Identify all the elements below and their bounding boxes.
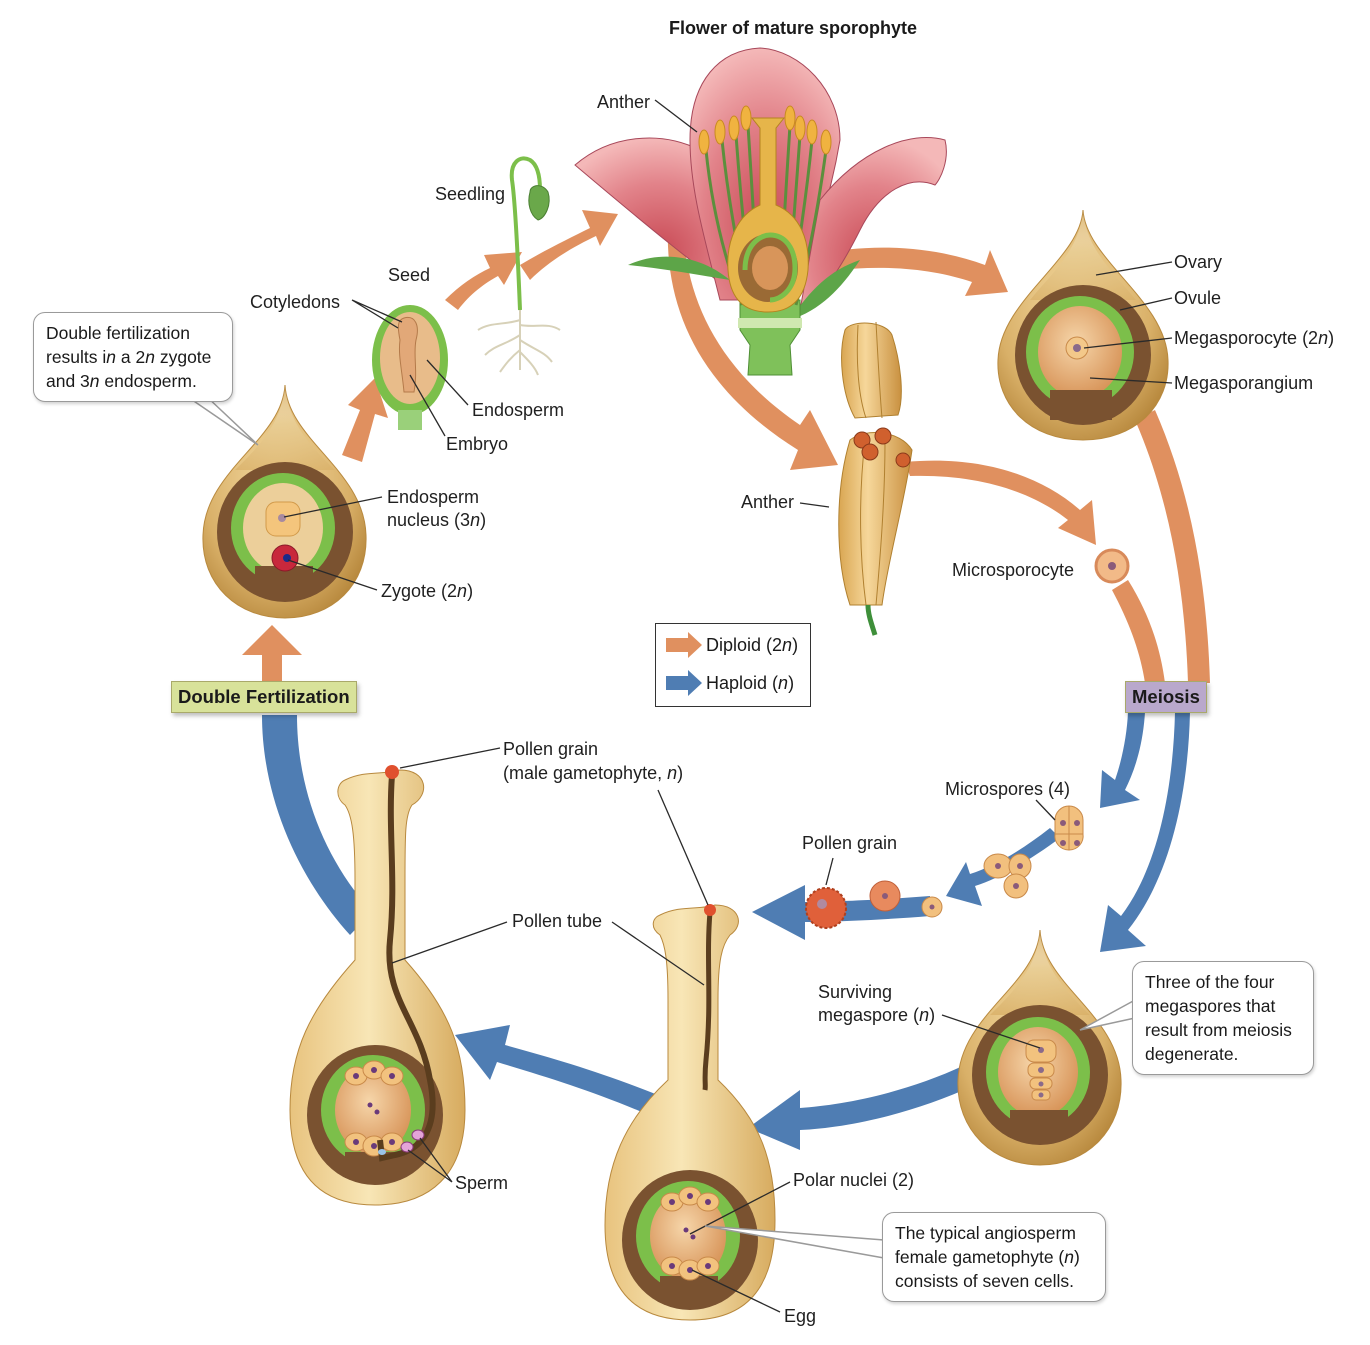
seedling-roots [477, 310, 561, 376]
callout-pointers [184, 394, 1136, 1259]
diploid-arrow-icon [666, 632, 702, 658]
label-ovule: Ovule [1174, 288, 1221, 308]
seed-illustration [372, 305, 448, 430]
sperm-cell-1 [411, 1129, 425, 1141]
seed-embryo [397, 316, 418, 393]
ovule-megasporocyte [997, 209, 1169, 441]
anther-detail [838, 321, 913, 636]
pollen-tube-short [702, 911, 713, 1091]
anther-filament [865, 604, 878, 636]
diploid-arrow-fertilization-up [242, 625, 302, 683]
label-anther-top: Anther [597, 92, 650, 112]
haploid-arrow-megaspore [748, 1065, 975, 1150]
haploid-arrow-right-inner [1100, 712, 1145, 808]
pollen-grain-mature [805, 887, 847, 929]
haploid-arrow-left-arc [262, 715, 372, 935]
seedling-stem [509, 156, 542, 311]
callout-line: Three of the four [1145, 972, 1275, 992]
pollen-grain-on-stigma-2 [704, 904, 716, 916]
legend-item-haploid: Haploid (n) [666, 668, 794, 698]
ovule-female-gametophyte [604, 904, 776, 1321]
diploid-arrow-to-seedling [445, 252, 522, 310]
anther-tips [698, 105, 832, 155]
haploid-arrow-gametophyte [455, 1025, 670, 1120]
label-sperm: Sperm [455, 1173, 508, 1193]
anther-body [838, 432, 913, 606]
label-pollen-tube: Pollen tube [512, 911, 602, 931]
legend-item-diploid: Diploid (2n) [666, 630, 798, 660]
anther-top-piece [841, 322, 902, 419]
label-anther-mid: Anther [741, 492, 794, 512]
diploid-arrow-to-flower [520, 210, 618, 280]
label-endosperm-nucleus-line2: nucleus (3n) [387, 510, 486, 530]
stage-meiosis: Meiosis [1125, 681, 1207, 713]
label-seed: Seed [388, 265, 430, 285]
pollen-grain-on-stigma-1 [385, 765, 399, 779]
pollen-development [805, 880, 943, 929]
diploid-arrow-microsporocyte-down [1112, 580, 1165, 683]
diploid-arrow-ovule-down [1135, 410, 1210, 683]
seed-stalk [398, 410, 422, 430]
label-seedling: Seedling [435, 184, 505, 204]
label-pollen-grain-male-line2: (male gametophyte, n) [503, 763, 683, 783]
seedling-cotyledon-head [528, 185, 550, 221]
sepal-right [790, 260, 860, 320]
label-microspores: Microspores (4) [945, 779, 1070, 799]
sepal-left [628, 256, 730, 280]
microspores-tetrad [1054, 805, 1084, 851]
callout-line: The typical angiosperm [895, 1223, 1076, 1243]
label-ovary: Ovary [1174, 252, 1222, 272]
legend-haploid-label: Haploid (n) [706, 672, 795, 693]
callout-line: degenerate. [1145, 1044, 1239, 1064]
callout-line: megaspores that [1145, 996, 1276, 1016]
receptacle-cut [738, 318, 802, 328]
label-megasporocyte: Megasporocyte (2n) [1174, 328, 1334, 348]
label-microsporocyte: Microsporocyte [952, 560, 1074, 580]
megaspores [1025, 1039, 1057, 1101]
diploid-arrow-to-seed [342, 378, 388, 462]
polar-nucleus [683, 1227, 689, 1233]
microsporocyte [1094, 548, 1130, 584]
label-endosperm-nucleus-line1: Endosperm [387, 487, 479, 507]
text-labels: Flower of mature sporophyte Anther Seedl… [250, 18, 1334, 1326]
flower-illustration [574, 47, 947, 376]
label-surviving-megaspore-line1: Surviving [818, 982, 892, 1002]
callout-line: consists of seven cells. [895, 1271, 1074, 1291]
stage-double-fertilization: Double Fertilization [171, 681, 357, 713]
leader-lines [283, 99, 1173, 1313]
label-zygote: Zygote (2n) [381, 581, 473, 601]
haploid-arrow-right-outer [1100, 712, 1190, 952]
callout-line: female gametophyte (n) [895, 1247, 1080, 1267]
legend: Diploid (2n) Haploid (n) [655, 623, 811, 707]
haploid-arrow-icon [666, 670, 702, 696]
diagram-title: Flower of mature sporophyte [669, 18, 917, 38]
seedling-illustration [477, 156, 561, 376]
callout-line: and 3n endosperm. [46, 371, 197, 391]
ovule-fertilized [202, 384, 367, 619]
microspores-separating [983, 853, 1032, 899]
callout-female-gametophyte: The typical angiosperm female gametophyt… [882, 1212, 1106, 1302]
callout-line: Double fertilization [46, 323, 190, 343]
ovule-integument [742, 232, 798, 303]
label-megasporangium: Megasporangium [1174, 373, 1313, 393]
diploid-arrow-to-microsporocyte [905, 460, 1096, 545]
ovule-pollen-tube [289, 765, 466, 1206]
callout-line: result from meiosis [1145, 1020, 1292, 1040]
callout-line: results in a 2n zygote [46, 347, 212, 367]
legend-diploid-label: Diploid (2n) [706, 634, 799, 655]
sperm-cell-2 [400, 1141, 414, 1153]
label-pollen-grain-mid: Pollen grain [802, 833, 897, 853]
callout-megaspores-degenerate: Three of the four megaspores that result… [1132, 961, 1314, 1075]
label-cotyledons: Cotyledons [250, 292, 340, 312]
label-surviving-megaspore-line2: megaspore (n) [818, 1005, 935, 1025]
label-pollen-grain-male-line1: Pollen grain [503, 739, 598, 759]
label-endosperm: Endosperm [472, 400, 564, 420]
label-egg: Egg [784, 1306, 816, 1326]
label-embryo: Embryo [446, 434, 508, 454]
callout-double-fertilization: Double fertilization results in a 2n zyg… [33, 312, 233, 402]
ovule-in-flower [752, 246, 788, 290]
label-polar-nuclei: Polar nuclei (2) [793, 1170, 914, 1190]
